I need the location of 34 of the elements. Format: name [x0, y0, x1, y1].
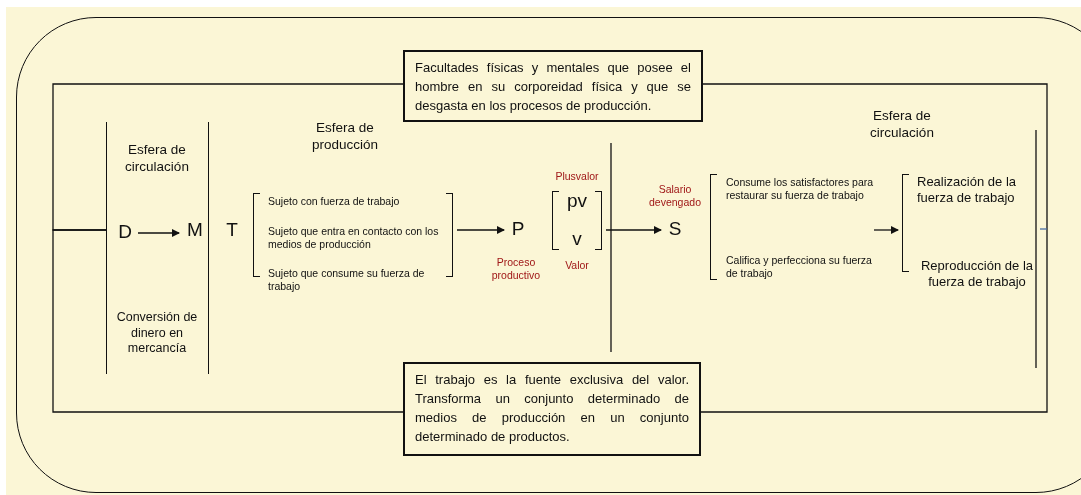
list-item-text: Sujeto con fuerza de trabajo: [268, 195, 401, 209]
arrow: [456, 226, 505, 234]
annotation-label: Plusvalor: [554, 170, 600, 184]
arrow: [873, 226, 899, 234]
symbol-letter: S: [665, 218, 685, 242]
formula-symbol: pv: [565, 191, 589, 212]
symbol-letter: P: [508, 218, 528, 242]
symbol-letter: T: [222, 219, 242, 243]
arrow: [137, 229, 180, 237]
list-item-text: Consume los satisfactores para restaurar su fuerza de trabajo: [726, 176, 875, 203]
connector-line: [52, 83, 404, 231]
connector-line: [700, 83, 1048, 413]
sphere-label: Esfera de circulación: [124, 142, 190, 176]
connector-line: [1039, 228, 1048, 230]
list-item-text: Califica y perfecciona su fuerza de trabajo: [726, 254, 873, 281]
list-item-text: Sujeto que entra en contacto con los medios de producción: [268, 225, 440, 252]
arrow: [605, 226, 662, 234]
symbol-letter: D: [115, 221, 135, 245]
annotation-label: Salario devengado: [648, 183, 702, 210]
list-item-text: Sujeto que consume su fuerza de trabajo: [268, 267, 426, 294]
bracket-group: [552, 191, 602, 250]
sphere-label: Esfera de circulación: [869, 108, 935, 142]
annotation-label: Proceso productivo: [490, 256, 542, 283]
outcome-label: Reproducción de la fuerza de trabajo: [920, 258, 1034, 291]
description-label: Conversión de dinero en mercancía: [115, 310, 199, 357]
text-box: El trabajo es la fuente exclusiva del valor. Transforma un conjunto determinado de medios de producción en un conjunto determinado de productos.: [403, 362, 701, 456]
text-box: Facultades físicas y mentales que posee el hombre en su corporeidad física y que se desgasta en los procesos de producción.: [403, 50, 703, 122]
outcome-label: Realización de la fuerza de trabajo: [917, 174, 1017, 207]
symbol-letter: M: [184, 219, 206, 243]
formula-symbol: v: [571, 229, 583, 250]
annotation-label: Valor: [564, 259, 590, 273]
sphere-column: [106, 122, 209, 374]
sphere-label: Esfera de producción: [310, 120, 379, 154]
connector-line: [52, 229, 404, 413]
